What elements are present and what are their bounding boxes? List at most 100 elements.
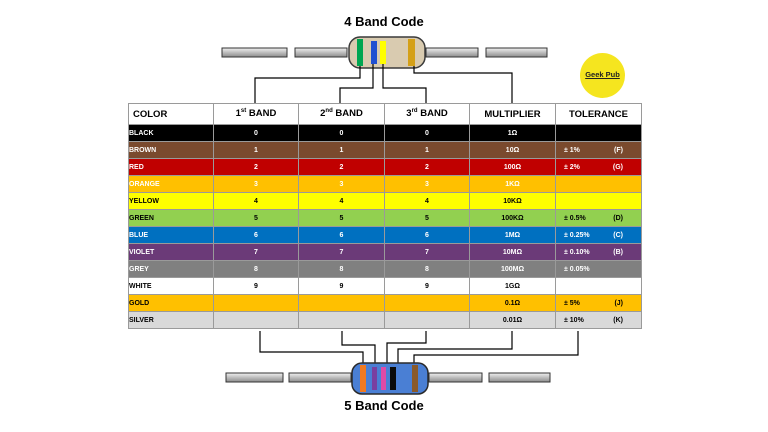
cell-band-3 <box>384 311 470 329</box>
header-band-1: 1st BAND <box>213 103 299 125</box>
table-row: GOLD 0.1Ω ± 5% (J) <box>128 294 642 312</box>
cell-multiplier: 1KΩ <box>469 175 556 193</box>
cell-tolerance: ± 0.25% (C) <box>555 226 642 244</box>
cell-color-name: YELLOW <box>128 192 214 210</box>
resistor-5band <box>351 362 429 395</box>
tolerance-code: (C) <box>613 231 623 239</box>
resistor-5band-band-5 <box>412 365 418 392</box>
cell-band-1: 3 <box>213 175 299 193</box>
cell-tolerance <box>555 192 642 210</box>
cell-band-2 <box>298 311 385 329</box>
cell-band-3: 1 <box>384 141 470 159</box>
cell-band-3: 9 <box>384 277 470 295</box>
geek-pub-logo: Geek Pub <box>580 53 625 98</box>
table-header-row: COLOR 1st BAND 2nd BAND 3rd BAND MULTIPL… <box>128 103 642 125</box>
tolerance-code: (D) <box>613 214 623 222</box>
cell-color-name: VIOLET <box>128 243 214 261</box>
cell-tolerance: ± 10%(K) <box>555 311 642 329</box>
five-band-title: 5 Band Code <box>344 398 424 413</box>
tolerance-value: ± 5% <box>564 299 580 307</box>
cell-band-3: 2 <box>384 158 470 176</box>
cell-band-3: 0 <box>384 124 470 142</box>
resistor-4band <box>348 36 426 69</box>
tolerance-code: (J) <box>614 299 623 307</box>
tolerance-value: ± 1% <box>564 146 580 154</box>
color-code-table: COLOR 1st BAND 2nd BAND 3rd BAND MULTIPL… <box>128 103 642 329</box>
cell-band-1: 7 <box>213 243 299 261</box>
resistor-4band-leads <box>221 47 548 58</box>
logo-text: Geek Pub <box>585 70 620 79</box>
cell-band-3: 5 <box>384 209 470 227</box>
cell-multiplier: 100Ω <box>469 158 556 176</box>
five-band-connectors <box>259 331 579 364</box>
cell-band-1: 2 <box>213 158 299 176</box>
cell-multiplier: 10MΩ <box>469 243 556 261</box>
cell-color-name: BROWN <box>128 141 214 159</box>
cell-band-2: 2 <box>298 158 385 176</box>
cell-band-2 <box>298 294 385 312</box>
resistor-4band-band-1 <box>357 39 363 66</box>
cell-band-1: 6 <box>213 226 299 244</box>
cell-tolerance: ± 2% (G) <box>555 158 642 176</box>
cell-tolerance: ± 0.05% <box>555 260 642 278</box>
cell-band-1: 5 <box>213 209 299 227</box>
cell-color-name: GOLD <box>128 294 214 312</box>
cell-color-name: ORANGE <box>128 175 214 193</box>
cell-band-1: 8 <box>213 260 299 278</box>
cell-band-2: 0 <box>298 124 385 142</box>
cell-color-name: RED <box>128 158 214 176</box>
cell-band-3: 7 <box>384 243 470 261</box>
cell-band-1: 9 <box>213 277 299 295</box>
resistor-5band-band-4 <box>390 367 396 390</box>
header-tolerance: TOLERANCE <box>555 103 642 125</box>
resistor-5band-band-1 <box>360 365 366 392</box>
tolerance-value: ± 0.05% <box>564 265 590 273</box>
cell-multiplier: 1Ω <box>469 124 556 142</box>
cell-band-2: 7 <box>298 243 385 261</box>
resistor-4band-band-2 <box>371 41 377 64</box>
cell-tolerance: ± 0.5%(D) <box>555 209 642 227</box>
header-color: COLOR <box>128 103 214 125</box>
tolerance-value: ± 0.25% <box>564 231 590 239</box>
cell-band-1 <box>213 294 299 312</box>
tolerance-code: (G) <box>612 163 623 171</box>
resistor-5band-leads <box>225 372 551 383</box>
resistor-5band-band-3 <box>381 367 386 390</box>
cell-band-3: 3 <box>384 175 470 193</box>
cell-band-2: 1 <box>298 141 385 159</box>
cell-multiplier: 10KΩ <box>469 192 556 210</box>
header-multiplier: MULTIPLIER <box>469 103 556 125</box>
cell-color-name: WHITE <box>128 277 214 295</box>
cell-band-2: 3 <box>298 175 385 193</box>
cell-tolerance: ± 0.10%(B) <box>555 243 642 261</box>
cell-multiplier: 0.1Ω <box>469 294 556 312</box>
tolerance-value: ± 10% <box>564 316 584 324</box>
cell-band-2: 9 <box>298 277 385 295</box>
cell-multiplier: 1MΩ <box>469 226 556 244</box>
cell-multiplier: 10Ω <box>469 141 556 159</box>
tolerance-code: (F) <box>614 146 623 154</box>
header-band-2: 2nd BAND <box>298 103 385 125</box>
resistor-4band-body <box>348 36 426 69</box>
resistor-5band-band-2 <box>372 367 377 390</box>
four-band-title: 4 Band Code <box>344 14 424 29</box>
cell-band-3 <box>384 294 470 312</box>
cell-band-1: 0 <box>213 124 299 142</box>
cell-band-1: 1 <box>213 141 299 159</box>
tolerance-value: ± 2% <box>564 163 580 171</box>
cell-band-1: 4 <box>213 192 299 210</box>
cell-color-name: SILVER <box>128 311 214 329</box>
tolerance-code: (B) <box>613 248 623 256</box>
resistor-4band-band-3 <box>380 41 386 64</box>
